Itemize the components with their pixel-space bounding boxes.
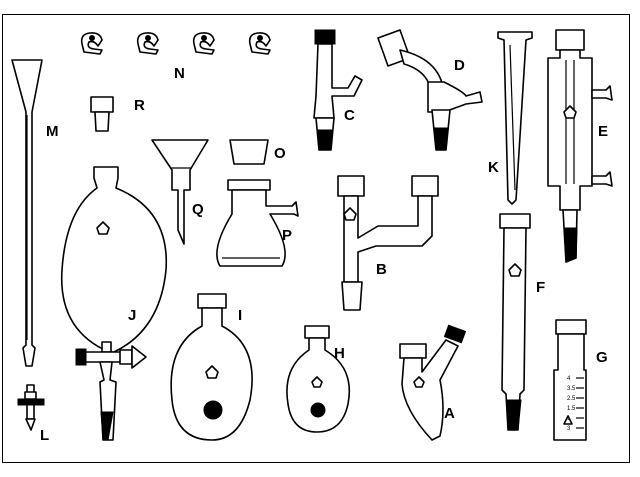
label-a: A: [444, 405, 455, 422]
label-i: I: [238, 307, 242, 324]
item-j-separatory-funnel: [60, 166, 168, 441]
label-m: M: [46, 123, 59, 140]
label-b: B: [376, 261, 387, 278]
item-a-two-neck-flask: [399, 324, 467, 441]
item-h-pear-flask-small: [286, 325, 351, 433]
item-q-powder-funnel: [151, 139, 209, 245]
label-c: C: [344, 107, 355, 124]
label-q: Q: [192, 201, 204, 218]
label-h: H: [334, 345, 345, 362]
scale-mark-6: 3: [567, 426, 571, 432]
label-k: K: [488, 159, 499, 176]
item-b-claisen: [337, 175, 439, 311]
item-k-test-tube: [497, 31, 533, 205]
label-f: F: [536, 279, 545, 296]
label-j: J: [128, 307, 136, 324]
item-d-bent-adapter: [377, 29, 483, 151]
label-d: D: [454, 57, 465, 74]
label-g: G: [596, 349, 608, 366]
item-g-graduated-tube: 4 3.5 2.5 1.5 1 3: [553, 319, 587, 441]
label-r: R: [134, 97, 145, 114]
scale-mark-1: 4: [567, 376, 571, 382]
label-p: P: [282, 227, 292, 244]
label-o: O: [274, 145, 286, 162]
item-m-long-funnel: [11, 59, 43, 367]
label-e: E: [598, 123, 608, 140]
scale-mark-5: 1: [567, 416, 571, 422]
label-n: N: [174, 65, 185, 82]
item-p-filter-flask: [216, 179, 299, 267]
scale-mark-4: 1.5: [567, 406, 576, 412]
item-l-stopcock: [17, 384, 45, 431]
scale-mark-3: 2.5: [567, 396, 576, 402]
item-f-column: [499, 213, 531, 431]
item-o-stopper: [229, 139, 269, 165]
item-e-condenser: [547, 29, 613, 263]
label-l: L: [40, 427, 49, 444]
item-i-pear-flask-large: [170, 293, 253, 441]
item-c-adapter: [313, 29, 363, 151]
item-n-clips: [80, 32, 271, 55]
item-r-stopper: [90, 96, 114, 132]
scale-mark-2: 3.5: [567, 386, 576, 392]
